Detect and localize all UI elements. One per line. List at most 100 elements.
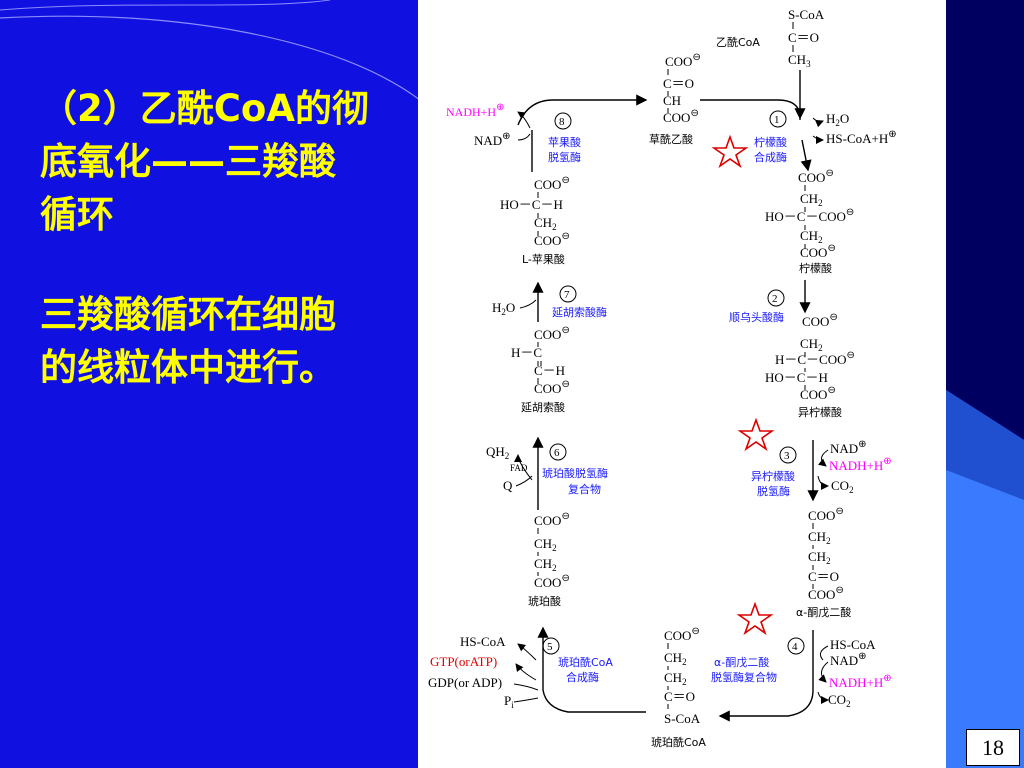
svg-text:COO⊖: COO⊖ xyxy=(663,108,699,125)
star-marker-2 xyxy=(737,417,775,452)
step5-enzyme-l1: 琥珀酰CoA xyxy=(558,655,613,669)
svg-text:HO－C－H: HO－C－H xyxy=(500,197,563,212)
svg-text:C＝O: C＝O xyxy=(663,76,694,91)
svg-text:HO－C－H: HO－C－H xyxy=(765,370,828,385)
step8-number: 8 xyxy=(559,116,565,128)
step5: 5 琥珀酰CoA 合成酶 HS-CoA GTP(orATP) GDP(or AD… xyxy=(428,634,613,710)
step7-enzyme: 延胡索酸酶 xyxy=(552,305,607,319)
svg-text:CO2: CO2 xyxy=(831,478,854,495)
step8-enzyme-l2: 脱氢酶 xyxy=(548,150,581,164)
svg-text:GTP(orATP): GTP(orATP) xyxy=(430,654,497,669)
svg-text:CH: CH xyxy=(663,93,681,108)
svg-text:COO⊖: COO⊖ xyxy=(808,506,844,523)
step4-enzyme-l2: 脱氢酶复合物 xyxy=(711,670,777,684)
svg-text:CH2: CH2 xyxy=(534,556,557,573)
succinyl-coa-label: 琥珀酰CoA xyxy=(651,735,706,749)
svg-text:C＝O: C＝O xyxy=(664,689,695,704)
svg-text:CH2: CH2 xyxy=(800,228,823,245)
step7: 7 延胡索酸酶 H2O xyxy=(492,285,607,319)
svg-text:COO⊖: COO⊖ xyxy=(534,231,570,248)
step1-number: 1 xyxy=(774,114,780,126)
star-marker-1 xyxy=(711,134,749,169)
acetyl-co: C＝O xyxy=(788,30,819,45)
acetyl-coa-label: 乙酰CoA xyxy=(716,35,760,49)
svg-text:H－C: H－C xyxy=(511,345,542,360)
step4-number: 4 xyxy=(792,641,798,653)
step5-number: 5 xyxy=(547,641,553,653)
svg-text:CH2: CH2 xyxy=(800,191,823,208)
svg-text:CH2: CH2 xyxy=(664,650,687,667)
fumarate-label: 延胡索酸 xyxy=(521,400,565,414)
acetyl-coa: S-CoA C＝O CH3 乙酰CoA xyxy=(716,7,825,69)
svg-text:COO⊖: COO⊖ xyxy=(802,312,838,329)
isocitrate: CH2 H－C－COO⊖ HO－C－H COO⊖ 异柠檬酸 xyxy=(765,336,855,419)
alpha-ketoglutarate: COO⊖ CH2 CH2 C＝O COO⊖ α-酮戊二酸 xyxy=(796,506,851,619)
svg-text:NADH+H⊕: NADH+H⊕ xyxy=(829,456,892,473)
slide-body-text: 三羧酸循环在细胞的线粒体中进行。 xyxy=(40,293,336,389)
step6-number: 6 xyxy=(554,447,560,459)
step3-number: 3 xyxy=(784,450,790,462)
svg-text:CH2: CH2 xyxy=(808,549,831,566)
svg-text:H2O: H2O xyxy=(492,300,515,317)
svg-text:COO⊖: COO⊖ xyxy=(664,626,700,643)
step4: 4 α-酮戊二酸 脱氢酶复合物 HS-CoA NAD⊕ NADH+H⊕ CO2 xyxy=(711,637,892,709)
succinyl-coa: COO⊖ CH2 CH2 C＝O S-CoA 琥珀酰CoA xyxy=(651,626,706,749)
isocitrate-label: 异柠檬酸 xyxy=(798,405,842,419)
step1-enzyme-l1: 柠檬酸 xyxy=(754,135,787,149)
step6-enzyme-l1: 琥珀酸脱氢酶 xyxy=(542,466,608,480)
step3: 3 异柠檬酸 脱氢酶 NAD⊕ NADH+H⊕ CO2 xyxy=(751,439,892,498)
svg-text:COO⊖: COO⊖ xyxy=(800,243,836,260)
oxaloacetate: COO⊖ C＝O CH COO⊖ 草酰乙酸 xyxy=(649,52,701,146)
step1-enzyme-l2: 合成酶 xyxy=(754,150,787,164)
step3-enzyme-l2: 脱氢酶 xyxy=(757,484,790,498)
svg-text:NADH+H⊕: NADH+H⊕ xyxy=(829,673,892,690)
step5-enzyme-l2: 合成酶 xyxy=(566,670,599,684)
acetyl-scoa: S-CoA xyxy=(788,7,825,22)
svg-text:NADH+H⊕: NADH+H⊕ xyxy=(446,102,505,119)
svg-text:COO⊖: COO⊖ xyxy=(534,379,570,396)
svg-text:C＝O: C＝O xyxy=(808,569,839,584)
star-marker-3 xyxy=(736,601,774,636)
svg-text:CO2: CO2 xyxy=(828,692,851,709)
svg-text:CH2: CH2 xyxy=(664,670,687,687)
step2: 2 顺乌头酸酶 COO⊖ xyxy=(729,289,838,329)
svg-text:NAD⊕: NAD⊕ xyxy=(830,651,867,668)
svg-text:COO⊖: COO⊖ xyxy=(534,573,570,590)
svg-text:COO⊖: COO⊖ xyxy=(798,168,834,185)
svg-text:CH2: CH2 xyxy=(808,529,831,546)
step6-enzyme-l2: 复合物 xyxy=(568,482,601,496)
step6: 6 琥珀酸脱氢酶 复合物 QH2 FAD Q xyxy=(486,443,608,496)
tca-cycle-diagram-panel: S-CoA C＝O CH3 乙酰CoA COO⊖ C＝O CH COO⊖ 草酰乙… xyxy=(418,0,946,768)
succinate: COO⊖ CH2 CH2 COO⊖ 琥珀酸 xyxy=(528,511,570,608)
slide-title: （2）乙酰CoA的彻底氧化——三羧酸循环 xyxy=(40,87,369,236)
svg-text:COO⊖: COO⊖ xyxy=(665,52,701,69)
akg-label: α-酮戊二酸 xyxy=(796,605,851,619)
step1: 1 柠檬酸 合成酶 H2O HS-CoA+H⊕ xyxy=(754,110,897,164)
svg-text:CH2: CH2 xyxy=(534,536,557,553)
svg-text:COO⊖: COO⊖ xyxy=(808,585,844,602)
svg-text:CH2: CH2 xyxy=(800,336,823,353)
citrate: COO⊖ CH2 HO－C－COO⊖ CH2 COO⊖ 柠檬酸 xyxy=(765,168,854,275)
svg-text:Q: Q xyxy=(503,478,513,493)
svg-text:COO⊖: COO⊖ xyxy=(534,511,570,528)
svg-text:CH2: CH2 xyxy=(534,215,557,232)
svg-text:COO⊖: COO⊖ xyxy=(534,175,570,192)
malate-label: L-苹果酸 xyxy=(522,252,565,266)
svg-text:HS-CoA+H⊕: HS-CoA+H⊕ xyxy=(826,129,897,146)
citrate-label: 柠檬酸 xyxy=(799,261,832,275)
svg-text:QH2: QH2 xyxy=(486,444,509,461)
svg-text:HS-CoA: HS-CoA xyxy=(830,637,876,652)
step2-number: 2 xyxy=(772,293,778,305)
svg-text:NAD⊕: NAD⊕ xyxy=(830,439,867,456)
svg-text:HS-CoA: HS-CoA xyxy=(460,634,506,649)
step7-number: 7 xyxy=(564,289,570,301)
svg-text:GDP(or ADP): GDP(or ADP) xyxy=(428,675,502,690)
step4-enzyme-l1: α-酮戊二酸 xyxy=(714,655,769,669)
succinate-label: 琥珀酸 xyxy=(528,594,561,608)
malate: COO⊖ HO－C－H CH2 COO⊖ L-苹果酸 xyxy=(500,175,570,266)
step2-enzyme: 顺乌头酸酶 xyxy=(729,310,784,324)
svg-text:NAD⊕: NAD⊕ xyxy=(474,131,511,148)
fumarate: COO⊖ H－C C－H COO⊖ 延胡索酸 xyxy=(511,325,570,414)
svg-text:CH3: CH3 xyxy=(788,52,811,69)
svg-text:H－C－COO⊖: H－C－COO⊖ xyxy=(775,350,855,367)
